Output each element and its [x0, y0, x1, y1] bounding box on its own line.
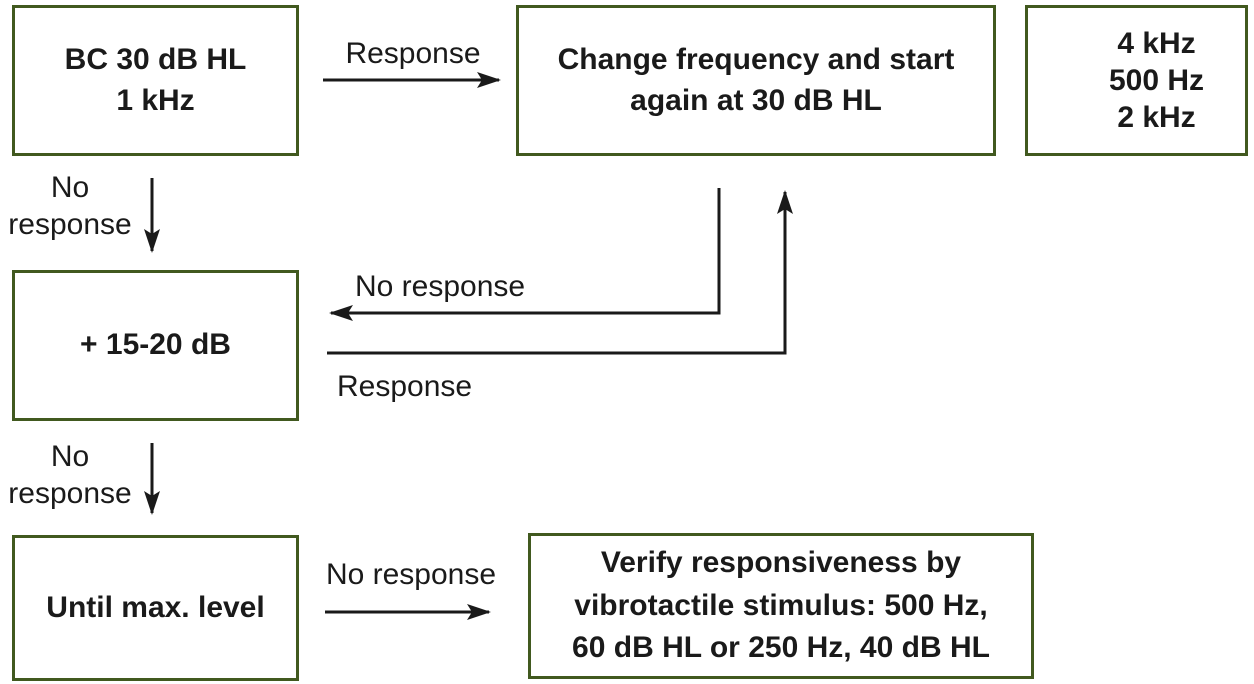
- edge-label-no-response-bottom: No response: [325, 558, 497, 591]
- edge-label-response-top: Response: [345, 37, 481, 70]
- node-line: vibrotactile stimulus: 500 Hz,: [574, 588, 988, 622]
- node-line: 60 dB HL or 250 Hz, 40 dB HL: [572, 631, 990, 665]
- node-until-max-level: Until max. level: [12, 535, 299, 681]
- node-line: 1 kHz: [116, 83, 195, 117]
- node-frequency-order: 4 kHz 500 Hz 2 kHz: [1025, 5, 1248, 156]
- edge-label-response-mid: Response: [337, 370, 473, 403]
- node-line: Change frequency and start: [557, 43, 955, 76]
- edge-label-no-response-mid: No response: [355, 270, 526, 303]
- node-line: BC 30 dB HL: [64, 43, 247, 76]
- node-line: Until max. level: [46, 590, 265, 624]
- edge-label-line: No: [50, 440, 90, 473]
- frequency-item: 4 kHz: [1117, 26, 1196, 60]
- edge-label-line: response: [8, 207, 132, 241]
- node-line: + 15-20 dB: [80, 328, 231, 362]
- node-bc-start: BC 30 dB HL 1 kHz: [12, 5, 299, 156]
- edge-label-no-response-2: No response: [0, 439, 140, 513]
- node-verify-vibrotactile: Verify responsiveness by vibrotactile st…: [528, 533, 1034, 679]
- frequency-item: 2 kHz: [1117, 101, 1196, 135]
- edge-label-line: response: [8, 476, 132, 510]
- node-increase-level: + 15-20 dB: [12, 270, 299, 421]
- node-line: Verify responsiveness by: [600, 546, 962, 580]
- edge-label-no-response-1: No response: [0, 170, 140, 244]
- edge-label-line: No: [50, 171, 90, 204]
- frequency-item: 500 Hz: [1108, 63, 1205, 97]
- node-line: again at 30 dB HL: [630, 83, 882, 117]
- node-change-frequency: Change frequency and start again at 30 d…: [516, 5, 996, 156]
